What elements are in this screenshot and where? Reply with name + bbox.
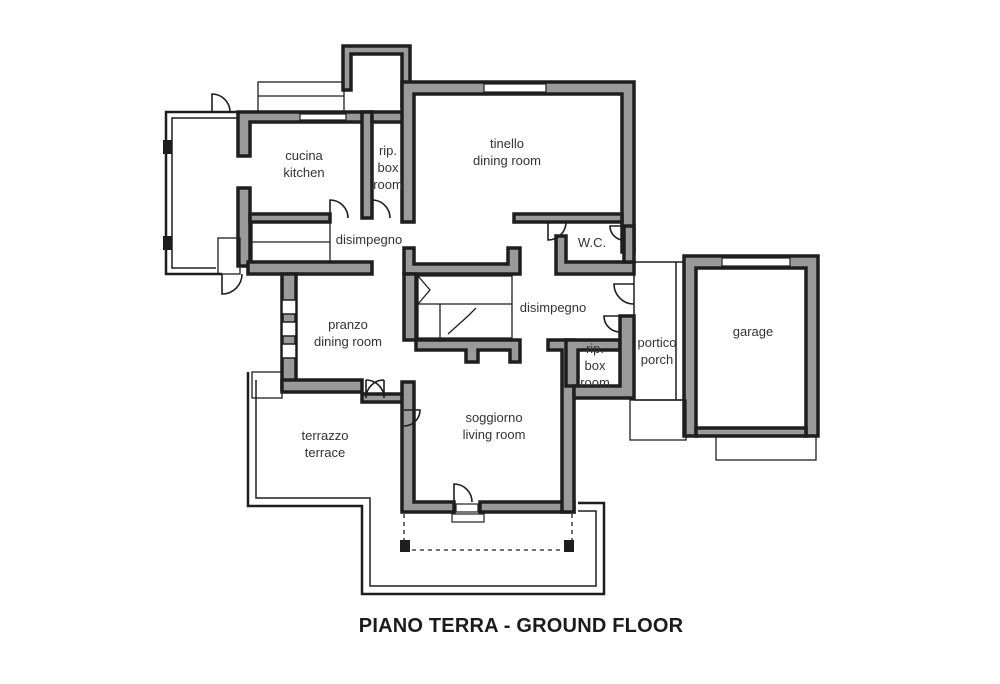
room-label-cucina: cucina kitchen bbox=[283, 147, 324, 181]
stairs-kitchen-outside bbox=[217, 237, 241, 275]
room-label-disimpegno-2: disimpegno bbox=[520, 299, 587, 316]
stairs-top-kitchen bbox=[257, 81, 345, 113]
room-name-it: W.C. bbox=[577, 235, 607, 250]
room-label-tinello: tinello dining room bbox=[473, 135, 541, 169]
room-name-it: rip. bbox=[585, 341, 605, 356]
room-name-en: dining room bbox=[314, 334, 382, 349]
room-label-garage: garage bbox=[733, 323, 773, 340]
room-label-rip-1: rip. box room bbox=[373, 142, 403, 193]
doors bbox=[211, 93, 635, 503]
chimney-block bbox=[341, 44, 412, 108]
room-name-it: disimpegno bbox=[519, 300, 587, 315]
room-name-it: pranzo bbox=[328, 317, 368, 332]
room-name-en: room bbox=[373, 177, 403, 192]
stairs-terrace bbox=[251, 371, 283, 399]
windows bbox=[299, 83, 791, 523]
stairs-kitchen-inner bbox=[251, 221, 331, 263]
room-name-en: box bbox=[584, 358, 606, 373]
stairs-porch bbox=[629, 399, 687, 441]
room-name-it: rip. bbox=[378, 143, 398, 158]
room-name-it: soggiorno bbox=[465, 410, 523, 425]
room-name-it: garage bbox=[732, 324, 774, 339]
room-label-wc: W.C. bbox=[578, 234, 606, 251]
room-name-en: kitchen bbox=[283, 165, 325, 180]
room-name-en: box bbox=[377, 160, 399, 175]
kitchen-annex bbox=[163, 110, 242, 276]
porch-lines bbox=[633, 252, 684, 401]
stairs-central bbox=[417, 275, 513, 339]
stairs-garage bbox=[715, 435, 817, 461]
terrace-outline bbox=[246, 372, 606, 596]
room-label-portico: portico porch bbox=[637, 334, 676, 368]
room-label-soggiorno: soggiorno living room bbox=[463, 409, 526, 443]
room-name-it: tinello bbox=[490, 136, 524, 151]
room-label-pranzo: pranzo dining room bbox=[314, 316, 382, 350]
room-name-it: terrazzo bbox=[301, 428, 349, 443]
room-name-en: dining room bbox=[473, 153, 541, 168]
room-name-en: porch bbox=[640, 352, 674, 367]
room-label-terrazzo: terrazzo terrace bbox=[302, 427, 349, 461]
room-name-it: cucina bbox=[285, 148, 323, 163]
room-label-disimpegno-1: disimpegno bbox=[336, 231, 403, 248]
room-name-en: living room bbox=[462, 427, 526, 442]
room-name-en: terrace bbox=[304, 445, 346, 460]
room-label-rip-2: rip. box room bbox=[580, 340, 610, 391]
room-name-en: room bbox=[580, 375, 610, 390]
room-name-it: disimpegno bbox=[335, 232, 403, 247]
room-name-it: portico bbox=[637, 335, 677, 350]
plan-title: PIANO TERRA - GROUND FLOOR bbox=[358, 615, 684, 637]
